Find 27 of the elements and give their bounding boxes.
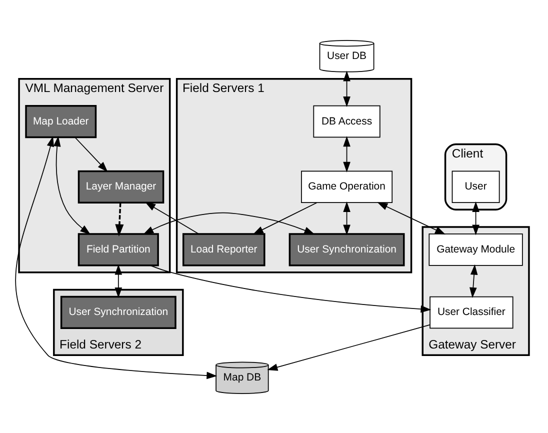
arrow xyxy=(267,324,430,370)
node-box: User Classifier xyxy=(430,296,514,328)
node-box: Layer Manager xyxy=(78,170,164,203)
node-box: DB Access xyxy=(313,104,380,138)
node-box: User Synchronization xyxy=(60,295,176,329)
arrow xyxy=(114,264,122,298)
arrow xyxy=(143,212,315,234)
node-box: Game Operation xyxy=(301,170,393,203)
arrow xyxy=(377,202,446,234)
node-box: User Synchronization xyxy=(288,232,405,266)
node-box: Field Partition xyxy=(78,232,159,266)
arrow xyxy=(470,264,478,298)
node-box: Load Reporter xyxy=(182,232,266,266)
arrow xyxy=(145,202,200,234)
arrow xyxy=(252,202,318,234)
arrow xyxy=(53,136,91,234)
arrow xyxy=(343,201,350,235)
arrow xyxy=(343,70,350,107)
node-box: User xyxy=(452,170,500,203)
arrow xyxy=(115,202,124,236)
arrow xyxy=(472,201,480,235)
arrow xyxy=(74,136,108,172)
arrow xyxy=(343,136,350,172)
arrow xyxy=(150,264,432,312)
arrow xyxy=(15,136,218,379)
node-box: Gateway Module xyxy=(428,233,523,266)
node-box: Map Loader xyxy=(25,104,97,138)
